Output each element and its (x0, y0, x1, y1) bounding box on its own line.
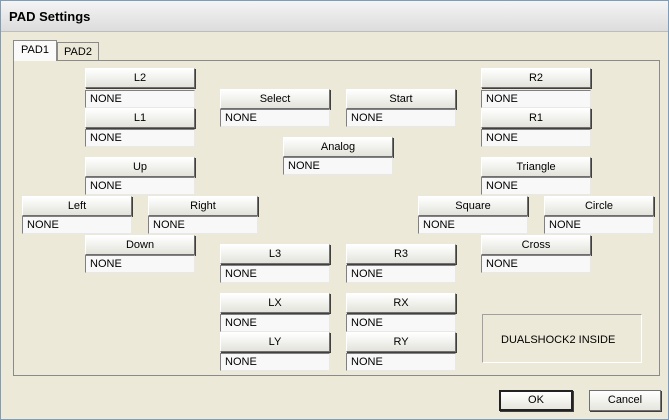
ly-field[interactable]: NONE (220, 353, 330, 371)
l3-field[interactable]: NONE (220, 265, 330, 283)
tab-pad2-label: PAD2 (64, 46, 92, 58)
r3-field[interactable]: NONE (346, 265, 456, 283)
rx-button[interactable]: RX (346, 293, 456, 313)
right-button[interactable]: Right (148, 196, 258, 216)
r1-field[interactable]: NONE (481, 129, 591, 147)
l2-field[interactable]: NONE (85, 90, 195, 108)
l2-button[interactable]: L2 (85, 68, 195, 88)
right-field[interactable]: NONE (148, 216, 258, 234)
lx-button[interactable]: LX (220, 293, 330, 313)
tab-pad1[interactable]: PAD1 (13, 40, 57, 61)
select-field[interactable]: NONE (220, 109, 330, 127)
up-button[interactable]: Up (85, 157, 195, 177)
r2-field[interactable]: NONE (481, 90, 591, 108)
square-field[interactable]: NONE (418, 216, 528, 234)
tab-pad1-label: PAD1 (21, 44, 49, 56)
down-button[interactable]: Down (85, 235, 195, 255)
rx-field[interactable]: NONE (346, 314, 456, 332)
down-field[interactable]: NONE (85, 255, 195, 273)
circle-field[interactable]: NONE (544, 216, 654, 234)
cancel-button[interactable]: Cancel (589, 390, 661, 411)
r2-button[interactable]: R2 (481, 68, 591, 88)
r3-button[interactable]: R3 (346, 244, 456, 264)
start-field[interactable]: NONE (346, 109, 456, 127)
tab-pad2[interactable]: PAD2 (57, 42, 99, 61)
window-title: PAD Settings (9, 9, 91, 24)
title-bar: PAD Settings (1, 1, 668, 32)
cross-field[interactable]: NONE (481, 255, 591, 273)
ly-button[interactable]: LY (220, 332, 330, 352)
l3-button[interactable]: L3 (220, 244, 330, 264)
triangle-field[interactable]: NONE (481, 177, 591, 195)
l1-field[interactable]: NONE (85, 129, 195, 147)
lx-field[interactable]: NONE (220, 314, 330, 332)
select-button[interactable]: Select (220, 89, 330, 109)
left-button[interactable]: Left (22, 196, 132, 216)
left-field[interactable]: NONE (22, 216, 132, 234)
cross-button[interactable]: Cross (481, 235, 591, 255)
circle-button[interactable]: Circle (544, 196, 654, 216)
r1-button[interactable]: R1 (481, 108, 591, 128)
ry-button[interactable]: RY (346, 332, 456, 352)
controller-info-text: DUALSHOCK2 INSIDE (501, 334, 616, 346)
start-button[interactable]: Start (346, 89, 456, 109)
up-field[interactable]: NONE (85, 177, 195, 195)
ry-field[interactable]: NONE (346, 353, 456, 371)
analog-field[interactable]: NONE (283, 157, 393, 175)
analog-button[interactable]: Analog (283, 137, 393, 157)
square-button[interactable]: Square (418, 196, 528, 216)
controller-info-box: DUALSHOCK2 INSIDE (482, 314, 642, 363)
l1-button[interactable]: L1 (85, 108, 195, 128)
ok-button[interactable]: OK (499, 390, 573, 411)
triangle-button[interactable]: Triangle (481, 157, 591, 177)
